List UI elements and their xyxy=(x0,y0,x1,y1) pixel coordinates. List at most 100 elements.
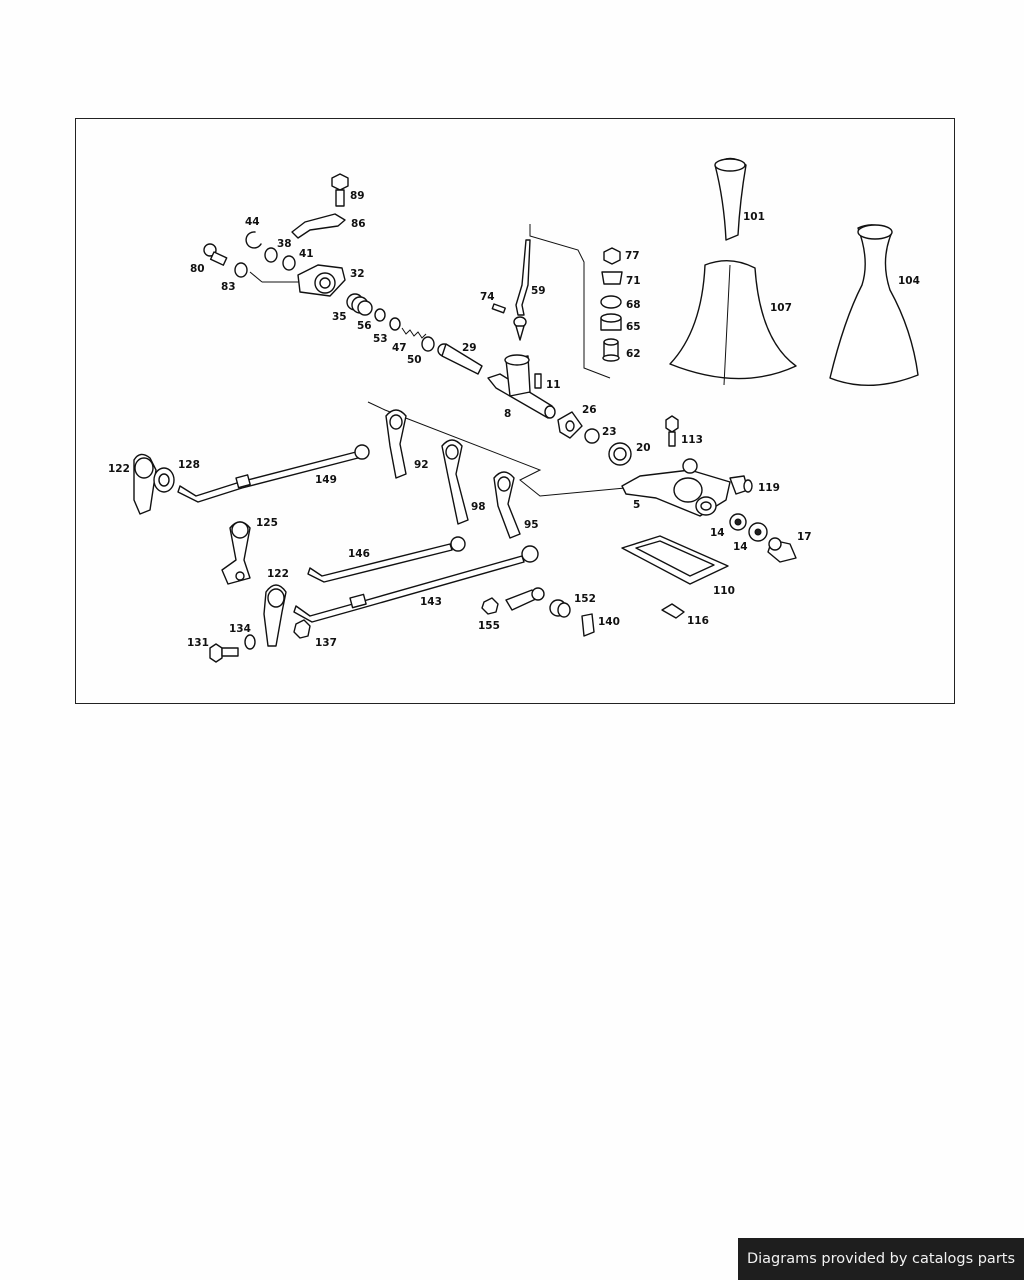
callout-110: 110 xyxy=(713,585,735,597)
callout-149: 149 xyxy=(315,474,337,486)
callout-41: 41 xyxy=(299,248,314,260)
part-29-shaft xyxy=(437,343,483,375)
credit-badge: Diagrams provided by catalogs parts xyxy=(738,1238,1024,1280)
part-53-ring xyxy=(389,317,401,331)
callout-122: 122 xyxy=(108,463,130,475)
callout-128: 128 xyxy=(178,459,200,471)
callout-77: 77 xyxy=(625,250,640,262)
callout-92: 92 xyxy=(414,459,429,471)
part-74-pin xyxy=(491,303,506,314)
part-20-ring xyxy=(608,442,632,466)
part-140-clip xyxy=(581,613,595,637)
part-8-shift-housing xyxy=(487,354,556,419)
callout-68: 68 xyxy=(626,299,641,311)
leader-lines xyxy=(249,224,626,497)
callout-152: 152 xyxy=(574,593,596,605)
part-11-pin xyxy=(534,373,542,389)
callout-113: 113 xyxy=(681,434,703,446)
callout-29: 29 xyxy=(462,342,477,354)
callout-5: 5 xyxy=(633,499,640,511)
callout-35: 35 xyxy=(332,311,347,323)
part-116-clip xyxy=(661,603,685,619)
callout-20: 20 xyxy=(636,442,651,454)
callout-146: 146 xyxy=(348,548,370,560)
part-44-clip xyxy=(245,231,262,249)
part-62-bushing xyxy=(602,338,620,362)
callout-131: 131 xyxy=(187,637,209,649)
part-80-bolt xyxy=(203,243,228,266)
callout-116: 116 xyxy=(687,615,709,627)
part-122-lever-2 xyxy=(263,584,287,647)
part-155-nut xyxy=(481,597,499,615)
callout-14b: 14 xyxy=(733,541,748,553)
callout-26: 26 xyxy=(582,404,597,416)
callout-98: 98 xyxy=(471,501,486,513)
callout-59: 59 xyxy=(531,285,546,297)
part-35-boot xyxy=(346,293,373,316)
part-14-star-washer xyxy=(729,513,747,531)
part-146-rod xyxy=(307,536,466,583)
part-59-shift-rod xyxy=(513,239,531,341)
part-98-lever xyxy=(441,439,469,525)
part-122-lever xyxy=(133,453,157,515)
callout-86: 86 xyxy=(351,218,366,230)
callout-95: 95 xyxy=(524,519,539,531)
part-77-nut xyxy=(603,247,621,265)
callout-11: 11 xyxy=(546,379,561,391)
part-86-bracket xyxy=(291,213,346,239)
part-26-plate xyxy=(557,411,583,439)
part-131-bolt xyxy=(209,643,239,663)
part-119-bushing xyxy=(729,475,753,495)
callout-23: 23 xyxy=(602,426,617,438)
part-71-clip xyxy=(601,271,623,285)
callout-125: 125 xyxy=(256,517,278,529)
part-128-bushing xyxy=(153,467,175,493)
part-89-bolt xyxy=(331,173,349,207)
part-107-gear-boot xyxy=(669,260,797,386)
part-152-bushing xyxy=(549,599,571,618)
part-83-washer xyxy=(234,262,248,278)
part-14-star-washer-2 xyxy=(748,522,768,542)
callout-137: 137 xyxy=(315,637,337,649)
part-101-shift-knob xyxy=(714,157,747,241)
part-38-washer xyxy=(264,247,278,263)
part-47-spring xyxy=(401,327,427,339)
part-137-nut xyxy=(293,619,311,639)
callout-56: 56 xyxy=(357,320,372,332)
part-149-rod xyxy=(177,444,370,503)
part-23-bushing xyxy=(584,428,600,444)
callout-32: 32 xyxy=(350,268,365,280)
part-68-washer xyxy=(600,295,622,309)
callout-8: 8 xyxy=(504,408,511,420)
callout-80: 80 xyxy=(190,263,205,275)
callout-17: 17 xyxy=(797,531,812,543)
callout-71: 71 xyxy=(626,275,641,287)
callout-44: 44 xyxy=(245,216,260,228)
callout-104: 104 xyxy=(898,275,920,287)
callout-107: 107 xyxy=(770,302,792,314)
part-56-ring xyxy=(374,308,386,322)
part-134-washer xyxy=(244,634,256,650)
part-50-washer xyxy=(421,336,435,352)
callout-143: 143 xyxy=(420,596,442,608)
callout-140: 140 xyxy=(598,616,620,628)
part-41-washer xyxy=(282,255,296,271)
part-110-gasket xyxy=(621,535,729,585)
part-92-lever xyxy=(385,409,407,479)
part-125-lever xyxy=(221,521,251,585)
part-104-knob-cover xyxy=(829,224,919,386)
part-113-bolt xyxy=(665,415,679,447)
callout-134: 134 xyxy=(229,623,251,635)
callout-38: 38 xyxy=(277,238,292,250)
callout-50: 50 xyxy=(407,354,422,366)
callout-83: 83 xyxy=(221,281,236,293)
part-rod-end xyxy=(505,587,545,611)
part-143-rod xyxy=(293,545,539,623)
part-65-rubber xyxy=(600,313,622,331)
callout-155: 155 xyxy=(478,620,500,632)
callout-122b: 122 xyxy=(267,568,289,580)
callout-47: 47 xyxy=(392,342,407,354)
callout-14: 14 xyxy=(710,527,725,539)
part-5-housing-base xyxy=(621,458,731,517)
